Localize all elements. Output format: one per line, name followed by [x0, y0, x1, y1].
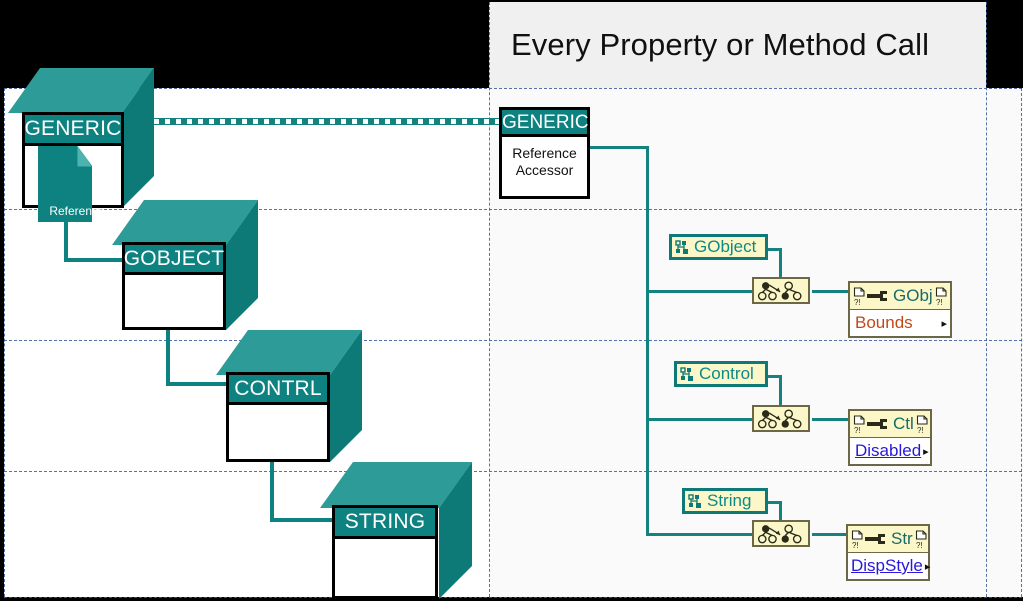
page-title-bar: Every Property or Method Call — [489, 2, 986, 88]
property-node-string[interactable]: ?! Str ?! DispStyle ▸ — [846, 524, 930, 581]
property-node-gobject[interactable]: ?! GObj ?! Bounds ▸ — [848, 281, 952, 338]
grid-line-vertical — [489, 2, 490, 597]
cube-title-generic: GENERIC — [24, 115, 121, 146]
cube-title-contrl: CONTRL — [229, 375, 327, 405]
svg-text:?!: ?! — [854, 298, 861, 306]
reference-terminal-icon: ?! — [915, 529, 927, 549]
canvas-right-margin — [986, 88, 1023, 597]
wire-main-trunk — [646, 146, 649, 535]
property-node-row[interactable]: Bounds ▸ — [850, 310, 950, 336]
cube-title-string: STRING — [335, 508, 435, 539]
property-name: Disabled — [855, 441, 922, 460]
page-title: Every Property or Method Call — [511, 27, 930, 62]
hierarchy-connector — [270, 518, 332, 522]
reference-accessor-line2: Accessor — [515, 162, 574, 178]
property-name: Bounds — [855, 313, 913, 332]
grid-line-vertical — [4, 88, 5, 597]
class-cube-contrl: CONTRL — [216, 330, 362, 462]
wire-cast-to-prop-control — [812, 418, 852, 421]
wire-cast-to-prop-string — [812, 533, 850, 536]
class-cube-generic: GENERIC Reference — [8, 68, 154, 222]
reference-doc-label: Reference — [49, 204, 105, 218]
property-name: DispStyle — [851, 556, 923, 575]
reference-terminal-icon: ?! — [853, 286, 865, 306]
property-node-header: ?! Str ?! — [848, 526, 928, 553]
reference-accessor-header: GENERIC — [502, 110, 589, 137]
class-cube-gobject: GOBJECT — [112, 200, 258, 330]
class-hierarchy-icon — [688, 493, 701, 508]
property-wrench-icon — [867, 419, 887, 429]
wire-cast-to-prop-gobject — [812, 290, 852, 293]
wire-const-gobject-down — [779, 248, 782, 284]
property-node-header: ?! Ctl ?! — [850, 411, 930, 438]
svg-text:?!: ?! — [852, 541, 859, 549]
property-wrench-icon — [865, 534, 885, 544]
hierarchy-connector — [166, 322, 170, 386]
cube-title-gobject: GOBJECT — [124, 245, 224, 275]
property-node-class: Str — [891, 529, 913, 548]
grid-line-horizontal — [4, 340, 1022, 341]
svg-text:?!: ?! — [917, 426, 924, 434]
grid-line-horizontal — [4, 88, 1022, 89]
cast-node-glyph — [757, 409, 802, 429]
property-expand-arrow-icon[interactable]: ▸ — [924, 560, 931, 573]
property-node-class: GObj — [893, 286, 933, 305]
wire-branch-string — [646, 533, 759, 536]
property-node-control[interactable]: ?! Ctl ?! Disabled ▸ — [848, 409, 932, 466]
grid-line-horizontal — [4, 209, 1022, 210]
class-cube-string: STRING — [320, 462, 472, 599]
class-hierarchy-icon — [675, 239, 688, 254]
svg-text:?!: ?! — [936, 298, 943, 306]
class-constant-label: GObject — [694, 237, 757, 256]
property-node-class: Ctl — [893, 414, 914, 433]
grid-line-horizontal — [4, 471, 1022, 472]
hierarchy-connector — [64, 196, 68, 262]
cast-node-glyph — [757, 524, 802, 544]
property-node-header: ?! GObj ?! — [850, 283, 950, 310]
reference-wire-dotted — [148, 118, 501, 125]
wire-const-string-down — [779, 501, 782, 529]
grid-line-vertical — [1021, 88, 1022, 597]
class-constant-control[interactable]: Control — [674, 361, 768, 387]
to-more-specific-class-node-control[interactable] — [752, 405, 810, 432]
property-expand-arrow-icon[interactable]: ▸ — [923, 445, 929, 458]
svg-text:?!: ?! — [854, 426, 861, 434]
property-wrench-icon — [867, 291, 887, 301]
to-more-specific-class-node-gobject[interactable] — [752, 277, 810, 304]
svg-text:?!: ?! — [916, 541, 923, 549]
wire-accessor-out — [589, 146, 649, 149]
class-constant-gobject[interactable]: GObject — [669, 234, 768, 260]
hierarchy-connector — [166, 382, 226, 386]
wire-const-control-down — [779, 375, 782, 412]
reference-accessor-line1: Reference — [512, 145, 577, 161]
grid-line-horizontal — [4, 597, 1022, 598]
reference-terminal-icon: ?! — [916, 414, 928, 434]
property-node-row[interactable]: Disabled ▸ — [850, 438, 930, 464]
wire-const-control-out — [768, 375, 782, 378]
reference-accessor-body: Reference Accessor — [502, 137, 587, 179]
class-hierarchy-icon — [680, 366, 693, 381]
class-constant-label: Control — [699, 364, 754, 383]
reference-terminal-icon: ?! — [935, 286, 947, 306]
property-expand-arrow-icon[interactable]: ▸ — [941, 317, 947, 330]
reference-terminal-icon: ?! — [853, 414, 865, 434]
wire-branch-gobject — [646, 290, 759, 293]
reference-terminal-icon: ?! — [851, 529, 863, 549]
to-more-specific-class-node-string[interactable] — [752, 520, 810, 547]
hierarchy-connector — [64, 258, 124, 262]
hierarchy-connector — [270, 452, 274, 522]
property-node-row[interactable]: DispStyle ▸ — [848, 553, 931, 579]
wire-branch-control — [646, 418, 759, 421]
wire-const-string-out — [768, 501, 782, 504]
class-constant-string[interactable]: String — [682, 488, 768, 514]
cast-node-glyph — [757, 281, 802, 301]
class-constant-label: String — [707, 491, 752, 510]
wire-const-gobject-out — [767, 248, 782, 251]
reference-accessor-node[interactable]: GENERIC Reference Accessor — [499, 107, 590, 199]
grid-line-vertical — [986, 2, 987, 597]
